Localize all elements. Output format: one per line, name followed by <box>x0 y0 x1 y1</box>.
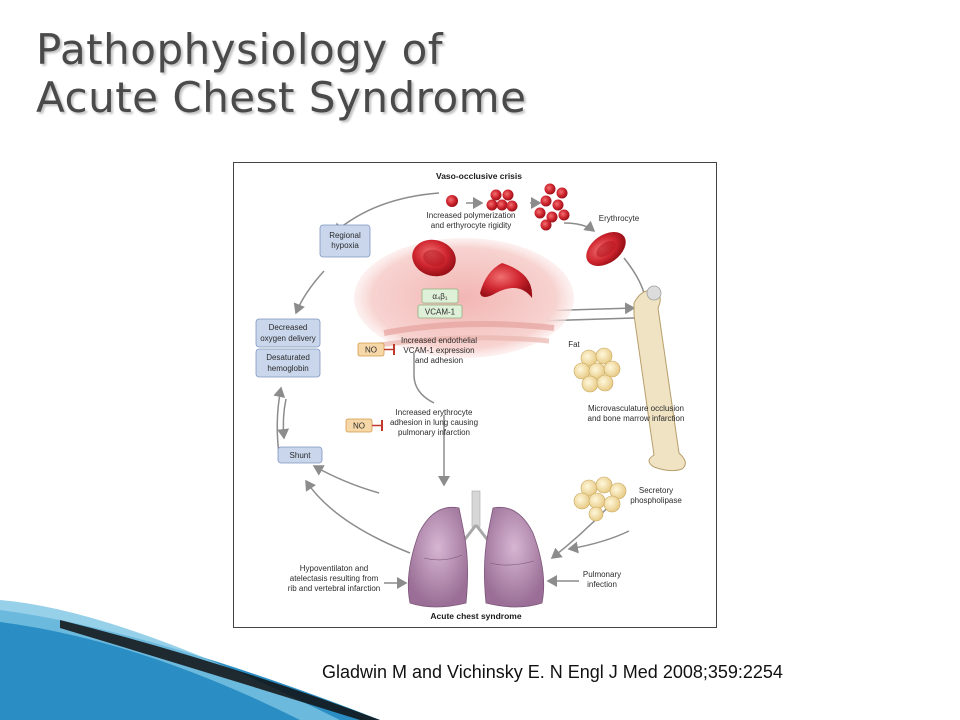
slide-title: Pathophysiology of Acute Chest Syndrome <box>36 26 736 122</box>
regional-hypoxia-line-1: Regional <box>329 231 361 240</box>
citation: Gladwin M and Vichinsky E. N Engl J Med … <box>322 662 783 683</box>
rbc-cluster-small-icon <box>487 190 518 212</box>
erythrocyte-adhesion-line-2: adhesion in lung causing <box>390 418 478 427</box>
pathophysiology-diagram: Vaso-occlusive crisis Increased polymeri… <box>233 162 717 628</box>
no-inhibitor-box-2: NO <box>346 419 382 432</box>
title-line-1: Pathophysiology of <box>36 26 736 74</box>
microvasculature-line-2: and bone marrow infarction <box>588 414 685 423</box>
svg-text:Shunt: Shunt <box>290 451 312 460</box>
svg-text:Decreased: Decreased <box>269 323 308 332</box>
svg-text:oxygen delivery: oxygen delivery <box>260 334 316 343</box>
fat-label: Fat <box>568 340 580 349</box>
secretory-fat-icon <box>574 477 626 521</box>
endothelial-line-2: VCAM-1 expression <box>403 346 474 355</box>
svg-text:NO: NO <box>365 346 377 355</box>
pulmonary-infection-line-2: infection <box>587 580 617 589</box>
secretory-line-1: Secretory <box>639 486 673 495</box>
rbc-single-icon <box>446 195 458 207</box>
svg-text:α₄β₁: α₄β₁ <box>432 292 447 301</box>
decreased-oxygen-box: Decreased oxygen delivery <box>256 319 320 347</box>
endothelial-line-1: Increased endothelial <box>401 336 477 345</box>
vaso-occlusive-crisis-label: Vaso-occlusive crisis <box>436 171 522 181</box>
microvasculature-line-1: Microvasculature occlusion <box>588 404 684 413</box>
polymerization-line-2: and erthyrocyte rigidity <box>431 221 511 230</box>
erythrocyte-adhesion-line-3: pulmonary infarction <box>398 428 470 437</box>
desaturated-hemoglobin-box: Desaturated hemoglobin <box>256 349 320 377</box>
lungs-icon <box>408 491 543 607</box>
hypoventilation-line-3: rib and vertebral infarction <box>288 584 381 593</box>
shunt-box: Shunt <box>278 447 322 463</box>
decorative-swoosh <box>0 600 960 720</box>
vcam-box: VCAM-1 <box>418 305 462 318</box>
svg-text:hemoglobin: hemoglobin <box>267 364 308 373</box>
endothelial-line-3: and adhesion <box>415 356 463 365</box>
svg-text:VCAM-1: VCAM-1 <box>425 308 456 317</box>
title-line-2: Acute Chest Syndrome <box>36 74 736 122</box>
alpha-beta-box: α₄β₁ <box>422 289 458 303</box>
polymerization-line-1: Increased polymerization <box>427 211 516 220</box>
erythrocyte-icon <box>580 225 632 273</box>
svg-text:NO: NO <box>353 422 365 431</box>
hypoventilation-line-1: Hypoventilaton and <box>300 564 369 573</box>
femur-bone-icon <box>634 286 685 471</box>
regional-hypoxia-box: Regional hypoxia <box>320 225 370 257</box>
secretory-line-2: phospholipase <box>630 496 682 505</box>
regional-hypoxia-line-2: hypoxia <box>331 241 359 250</box>
svg-text:Desaturated: Desaturated <box>266 353 310 362</box>
erythrocyte-adhesion-line-1: Increased erythrocyte <box>396 408 473 417</box>
hypoventilation-line-2: atelectasis resulting from <box>290 574 379 583</box>
erythrocyte-label: Erythrocyte <box>599 214 640 223</box>
fat-cells-icon <box>574 348 620 392</box>
pulmonary-infection-line-1: Pulmonary <box>583 570 621 579</box>
diagram-svg: Vaso-occlusive crisis Increased polymeri… <box>234 163 717 628</box>
